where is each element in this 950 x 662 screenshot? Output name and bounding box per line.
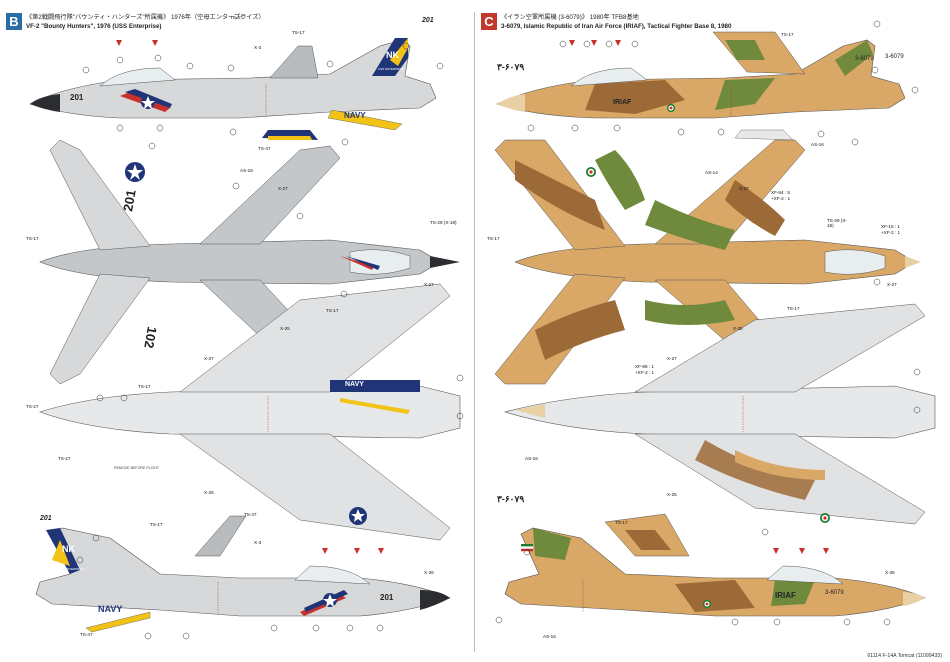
panel-b-title-jp: 《第2戦闘飛行隊"バウンティ・ハンターズ"所属機》 1976年（空母エンタープラ… bbox=[26, 14, 265, 21]
stencil-ts17-mid: TS-17 bbox=[326, 308, 339, 313]
stencil-ts27-low: TS-27 bbox=[58, 456, 71, 461]
stencil-x27: X-27 bbox=[278, 186, 288, 191]
stencil-xf4-c: +XF-2 : 1 bbox=[881, 230, 901, 235]
control-lines-c bbox=[582, 84, 744, 612]
red-arrow-markers-b bbox=[116, 40, 384, 554]
stencil-xf2-c: +XF-2 : 1 bbox=[771, 196, 791, 201]
nose-number-bottom: 201 bbox=[380, 593, 394, 602]
profile-panel-b: B 《第2戦闘飛行隊"バウンティ・ハンターズ"所属機》 1976年（空母エンター… bbox=[6, 13, 464, 640]
stencil-x27-right-c: X-27 bbox=[887, 282, 897, 287]
stencil-ts17-left-c: TS-17 bbox=[487, 236, 500, 241]
wing-number-top: 201 bbox=[120, 189, 139, 213]
stencil-ts17-bottom-c: TS-17 bbox=[615, 520, 628, 525]
vf2-bottom-view: NAVY bbox=[39, 283, 461, 541]
tail-number-bottom: 201 bbox=[39, 515, 52, 522]
stencil-ts17-left: TS-17 bbox=[26, 236, 39, 241]
stencil-ts17-low: TS-17 bbox=[138, 384, 151, 389]
control-lines-b bbox=[217, 84, 269, 614]
tail-code-top: NK bbox=[386, 50, 399, 60]
tail-number-top: 201 bbox=[421, 17, 434, 24]
remove-before-flight-stamp: REMOVE BEFORE FLIGHT bbox=[114, 466, 160, 470]
stencil-x27-low: X-27 bbox=[204, 356, 214, 361]
stencil-xf3-c: XF-15 : 1 bbox=[881, 224, 900, 229]
panel-c-title-en: 3-6079, Islamic Republic of Iran Air For… bbox=[501, 23, 732, 30]
panel-b-title-en: VF-2 "Bounty Hunters", 1976 (USS Enterpr… bbox=[26, 23, 162, 30]
vf2-side-profile-top bbox=[29, 38, 437, 140]
vf2-side-profile-bottom: NAVY 201 bbox=[35, 515, 451, 633]
stencil-as16-low-c: AS-16 bbox=[525, 456, 538, 461]
red-arrow-markers-c bbox=[569, 40, 829, 554]
stencil-xf6-c: +XF-2 : 1 bbox=[635, 370, 655, 375]
iriaf-artwork: IRIAF 3-6079 bbox=[494, 20, 936, 626]
stencil-as16-top-c: AS-16 bbox=[811, 142, 824, 147]
stencil-x27-low-c: X-27 bbox=[667, 356, 677, 361]
nose-number-top: 201 bbox=[70, 93, 84, 102]
tail-serial-side: 3-6079 bbox=[855, 56, 874, 62]
stencil-x27-top-c: X-27 bbox=[739, 186, 749, 191]
bottom-navy-text: NAVY bbox=[345, 381, 364, 388]
stencil-x25-low-c: X-25 bbox=[667, 492, 677, 497]
panel-c-title-jp: 《イラン空軍所属機 (3-6079)》 1980年 TFB8基地 bbox=[501, 14, 639, 21]
stencil-ts47-lowest: TS-47 bbox=[80, 632, 93, 637]
iriaf-side-profile-bottom: IRIAF 3-6079 bbox=[504, 513, 926, 617]
stencil-as14-c: AS-14 bbox=[705, 170, 718, 175]
stencil-x3-bottom: X-3 bbox=[254, 540, 262, 545]
iriaf-text-top: IRIAF bbox=[613, 99, 632, 106]
stencil-ts47-mid: TS-47 bbox=[258, 146, 271, 151]
tail-code-bottom: NK bbox=[62, 544, 75, 554]
stencil-ts17-bottom: TS-17 bbox=[150, 522, 163, 527]
stencil-ts17-top-c: TS-17 bbox=[781, 32, 794, 37]
iriaf-bottom-view bbox=[503, 303, 936, 525]
stencil-x25-low: X-25 bbox=[204, 490, 214, 495]
stencil-ts17-top: TS-17 bbox=[292, 30, 305, 35]
tail-serial-bottom: 3-6079 bbox=[825, 590, 844, 596]
tail-ship-text-bottom: USS ENTERPRISE bbox=[58, 567, 84, 571]
stencil-x26-bottom: X-26 bbox=[424, 570, 434, 575]
farsi-serial-top: ۳-۶۰۷۹ bbox=[497, 62, 524, 72]
navy-text-top: NAVY bbox=[344, 111, 366, 120]
stencil-xf1-c: XF-84 : 5 bbox=[771, 190, 790, 195]
stencil-x3-top: X-3 bbox=[254, 45, 262, 50]
stencil-as16-bottom-c: AS-16 bbox=[543, 634, 556, 639]
side-navy-text: NAVY bbox=[98, 604, 122, 614]
wing-number-bottom: 102 bbox=[141, 325, 160, 349]
stencil-xf5-c: XF-88 : 1 bbox=[635, 364, 654, 369]
stencil-ts47-top: TS-47 bbox=[230, 15, 243, 20]
iriaf-side-profile-top: IRIAF 3-6079 bbox=[496, 31, 906, 141]
stencil-x27-right: X-27 bbox=[424, 282, 434, 287]
footer-caption: 61114 F-14A Tomcat (11099433) bbox=[867, 653, 942, 659]
iriaf-text-bottom: IRIAF bbox=[775, 591, 796, 600]
stencil-ts27-top: TS-27 bbox=[26, 404, 39, 409]
panel-divider bbox=[474, 12, 475, 652]
stencil-ts29-c: TS-29 (X-18) bbox=[827, 218, 847, 228]
callout-circles-b bbox=[76, 42, 464, 640]
stencil-ts17-mid-c: TS-17 bbox=[787, 306, 800, 311]
stencil-x25-mid-c: X-25 bbox=[733, 326, 743, 331]
stencil-x25-mid: X-25 bbox=[280, 326, 290, 331]
vf2-artwork: 201 102 NAVY bbox=[29, 17, 464, 640]
panel-badge-c: C bbox=[481, 13, 497, 30]
profile-panel-c: C 《イラン空軍所属機 (3-6079)》 1980年 TFB8基地 3-607… bbox=[475, 0, 950, 662]
panel-badge-b: B bbox=[6, 13, 22, 30]
farsi-serial-bottom: ۳-۶۰۷۹ bbox=[497, 494, 524, 504]
tail-serial-top: 3-6079 bbox=[885, 54, 904, 60]
stencil-as16: AS-16 bbox=[240, 168, 253, 173]
tail-ship-text-top: USS ENTERPRISE bbox=[378, 67, 404, 71]
stencil-ts29: TS-29 (X-18) bbox=[430, 220, 457, 225]
stencil-ts47-bottom: TS-47 bbox=[244, 512, 257, 517]
stencil-x26-c: X-26 bbox=[885, 570, 895, 575]
callout-circles-c bbox=[495, 20, 921, 626]
